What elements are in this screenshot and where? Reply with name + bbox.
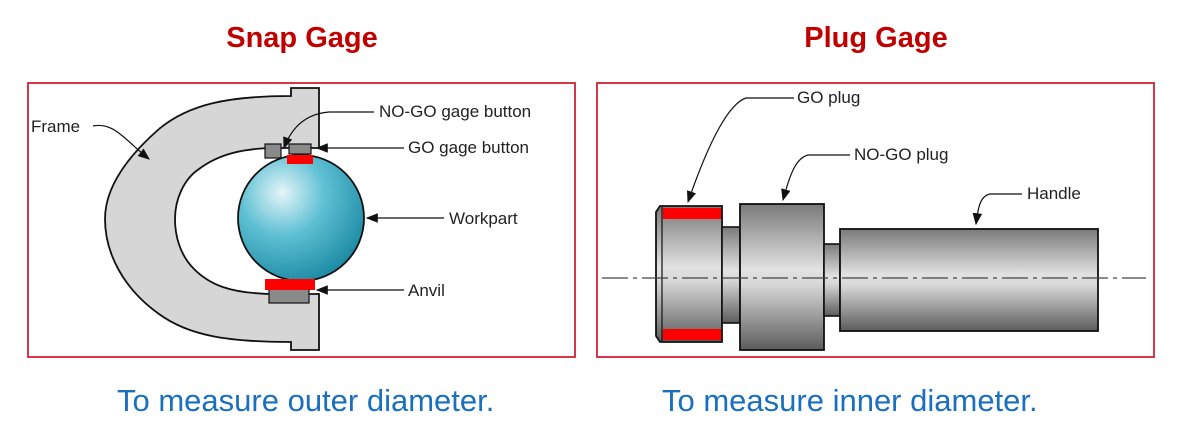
plug-gage-caption: To measure inner diameter.: [662, 383, 1038, 418]
anvil-block: [268, 288, 310, 304]
snap-gage-title: Snap Gage: [226, 22, 378, 54]
plug-gage-title: Plug Gage: [804, 22, 948, 54]
label-go-gage-button: GO gage button: [408, 138, 529, 157]
nogo-button-block: [264, 143, 282, 159]
snap-gage-caption: To measure outer diameter.: [117, 383, 495, 418]
snap-gage-drawing: Frame NO-GO gage button GO gage button W…: [31, 87, 531, 351]
label-nogo-plug: NO-GO plug: [854, 145, 948, 164]
go-plug-highlight-top: [663, 208, 721, 219]
plug-gage-drawing: GO plug NO-GO plug Handle: [602, 88, 1146, 351]
workpart-ball: [237, 154, 365, 282]
go-plug-highlight-bottom: [663, 329, 721, 340]
handle-body: [839, 228, 1099, 332]
go-contact-highlight: [287, 155, 313, 164]
anvil-contact-highlight: [265, 279, 315, 290]
label-workpart: Workpart: [449, 209, 518, 228]
label-nogo-gage-button: NO-GO gage button: [379, 102, 531, 121]
neck-1: [721, 226, 741, 324]
frame-shape: [104, 87, 320, 351]
snap-gage-diagram: Frame NO-GO gage button GO gage button W…: [27, 82, 576, 358]
label-frame: Frame: [31, 117, 80, 136]
label-anvil: Anvil: [408, 281, 445, 300]
plug-gage-diagram: GO plug NO-GO plug Handle: [596, 82, 1155, 358]
label-go-plug: GO plug: [797, 88, 860, 107]
nogo-plug-body: [739, 203, 825, 351]
neck-2: [823, 243, 841, 317]
go-plug-body: [655, 205, 723, 343]
go-button-block: [288, 143, 312, 155]
label-handle: Handle: [1027, 184, 1081, 203]
